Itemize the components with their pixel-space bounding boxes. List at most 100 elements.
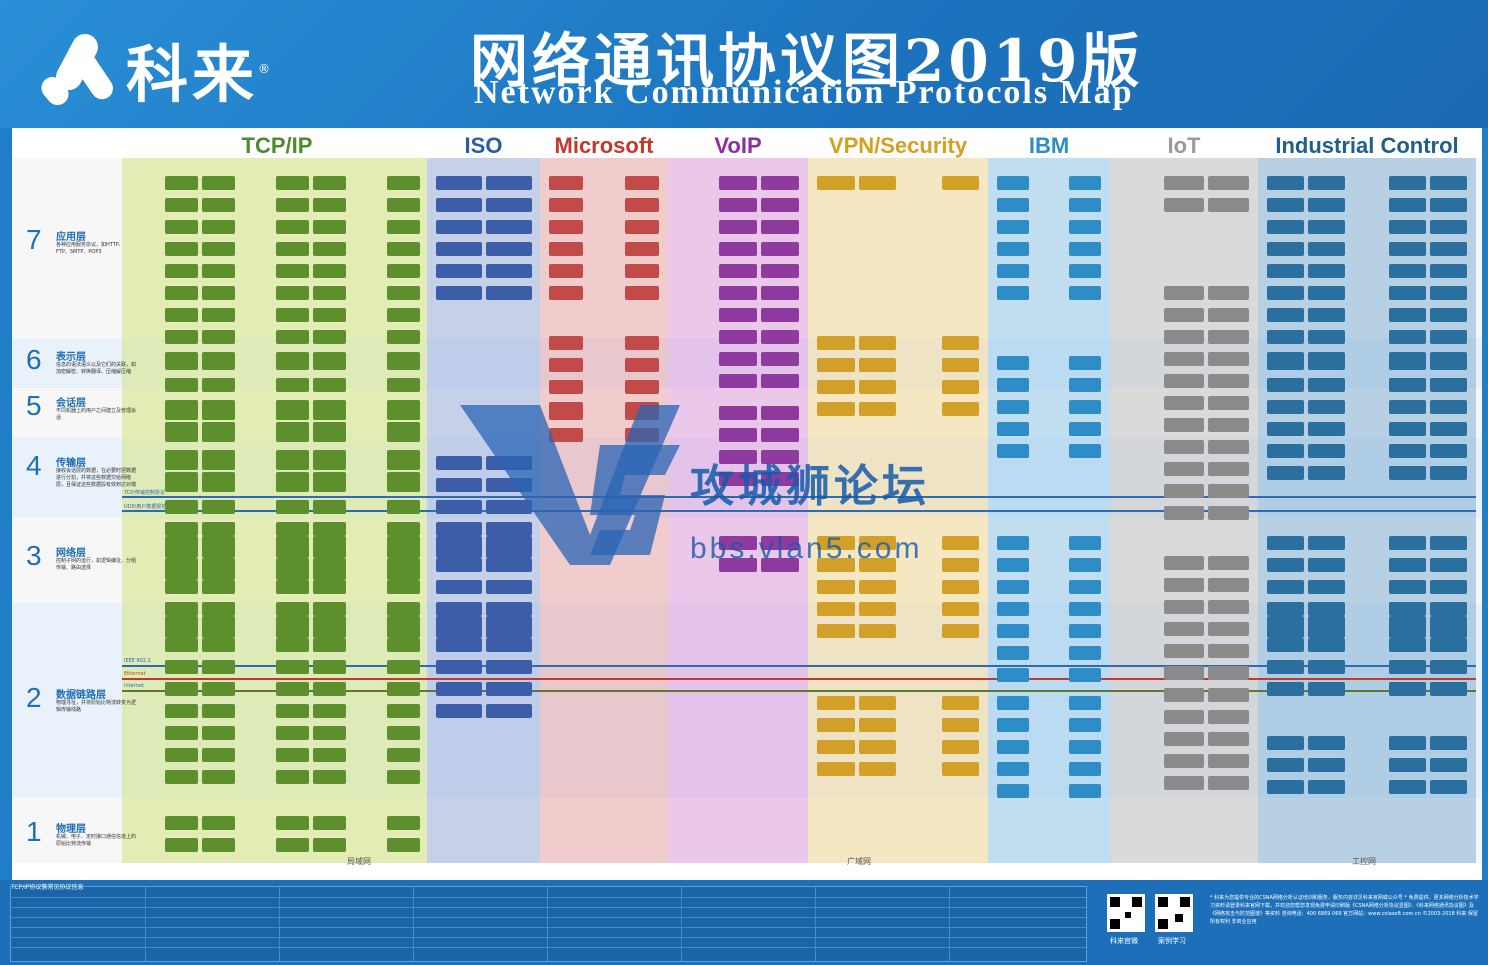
footer-notes: * 科来为您提供专业的CSNA网络分析认证培训和服务，服务内容详见科来官网或公众… bbox=[1210, 895, 1479, 925]
protocol-box bbox=[1163, 710, 1205, 724]
protocol-box bbox=[941, 740, 979, 754]
protocol-box bbox=[1389, 198, 1427, 212]
protocol-box bbox=[941, 762, 979, 776]
protocol-box bbox=[1069, 198, 1101, 212]
protocol-box bbox=[941, 624, 979, 638]
protocol-box bbox=[817, 740, 855, 754]
protocol-box bbox=[387, 616, 420, 630]
protocol-box bbox=[313, 478, 346, 492]
protocol-box bbox=[1307, 466, 1345, 480]
protocol-box bbox=[387, 330, 420, 344]
protocol-box bbox=[761, 352, 799, 366]
layer-desc: 机械、电子、定时接口通信信道上的原始比特流传输 bbox=[56, 834, 137, 847]
protocol-box bbox=[1208, 754, 1249, 768]
protocol-box bbox=[1163, 578, 1205, 592]
protocol-box bbox=[761, 374, 799, 388]
protocol-box bbox=[1069, 580, 1101, 594]
protocol-box bbox=[997, 624, 1029, 638]
protocol-box bbox=[1267, 616, 1304, 630]
protocol-box bbox=[165, 558, 198, 572]
table-col-divider bbox=[949, 887, 950, 961]
protocol-box bbox=[202, 558, 235, 572]
protocol-box bbox=[997, 176, 1029, 190]
protocol-box bbox=[202, 456, 235, 470]
protocol-box bbox=[549, 176, 583, 190]
protocol-box bbox=[276, 704, 309, 718]
protocol-box bbox=[1307, 558, 1345, 572]
protocol-box bbox=[817, 176, 855, 190]
protocol-box bbox=[1307, 356, 1345, 370]
protocol-box bbox=[202, 616, 235, 630]
ieee8022-line bbox=[122, 665, 1476, 667]
protocol-box bbox=[387, 770, 420, 784]
protocol-box bbox=[486, 242, 532, 256]
protocol-box bbox=[997, 784, 1029, 798]
protocol-box bbox=[313, 580, 346, 594]
protocol-box bbox=[276, 558, 309, 572]
protocol-box bbox=[1389, 602, 1427, 616]
protocol-box bbox=[202, 522, 235, 536]
protocol-box bbox=[1069, 646, 1101, 660]
protocol-box bbox=[1163, 688, 1205, 702]
protocol-box bbox=[719, 308, 757, 322]
region-industrial: 工控网 bbox=[1352, 857, 1376, 866]
protocol-box bbox=[997, 580, 1029, 594]
tcp-bus-label: TCP/传输控制协议 bbox=[124, 490, 165, 496]
protocol-box bbox=[1389, 422, 1427, 436]
protocol-box bbox=[313, 770, 346, 784]
protocol-box bbox=[1208, 600, 1249, 614]
protocol-box bbox=[1069, 602, 1101, 616]
protocol-box bbox=[1163, 732, 1205, 746]
protocol-box bbox=[1430, 758, 1467, 772]
protocol-box bbox=[1069, 718, 1101, 732]
layer-name: 物理层 bbox=[56, 824, 86, 835]
tcp-bus-line bbox=[122, 496, 1476, 498]
protocol-box bbox=[997, 646, 1029, 660]
protocol-box bbox=[1307, 378, 1345, 392]
protocol-box bbox=[1389, 758, 1427, 772]
protocol-box bbox=[436, 682, 482, 696]
protocol-box bbox=[1430, 356, 1467, 370]
protocol-box bbox=[387, 838, 420, 852]
protocol-box bbox=[313, 704, 346, 718]
protocol-box bbox=[1430, 444, 1467, 458]
protocol-box bbox=[276, 770, 309, 784]
protocol-box bbox=[625, 220, 659, 234]
colasoft-logo-icon bbox=[36, 29, 118, 110]
protocol-box bbox=[1163, 440, 1205, 454]
protocol-box bbox=[1163, 666, 1205, 680]
protocol-box bbox=[387, 406, 420, 420]
protocol-box bbox=[202, 220, 235, 234]
protocol-box bbox=[1307, 580, 1345, 594]
protocol-box bbox=[719, 536, 757, 550]
protocol-box bbox=[817, 718, 855, 732]
protocol-box bbox=[1307, 286, 1345, 300]
layer-number: 3 bbox=[26, 540, 42, 571]
protocol-box bbox=[1267, 558, 1304, 572]
protocol-box bbox=[1389, 660, 1427, 674]
protocol-box bbox=[1069, 444, 1101, 458]
protocol-box bbox=[165, 536, 198, 550]
table-divider bbox=[11, 927, 1086, 928]
protocol-box bbox=[165, 638, 198, 652]
protocol-box bbox=[1307, 758, 1345, 772]
protocol-box bbox=[997, 198, 1029, 212]
protocol-box bbox=[1208, 462, 1249, 476]
protocol-box bbox=[1267, 758, 1304, 772]
table-col-divider bbox=[815, 887, 816, 961]
category-iot: IoT bbox=[1167, 133, 1201, 158]
protocol-box bbox=[387, 428, 420, 442]
header: 科来® 网络通讯协议图2019版 Network Communication P… bbox=[0, 0, 1488, 128]
protocol-box bbox=[1389, 616, 1427, 630]
protocol-box bbox=[313, 522, 346, 536]
protocol-box bbox=[941, 580, 979, 594]
protocol-box bbox=[1208, 688, 1249, 702]
protocol-box bbox=[1389, 330, 1427, 344]
protocol-box bbox=[486, 198, 532, 212]
protocol-box bbox=[387, 602, 420, 616]
protocol-box bbox=[387, 522, 420, 536]
protocol-box bbox=[1307, 444, 1345, 458]
layer-desc: 不同机器上的用户之间建立及管理会话 bbox=[56, 408, 137, 421]
protocol-box bbox=[1307, 602, 1345, 616]
category-microsoft: Microsoft bbox=[554, 133, 654, 158]
